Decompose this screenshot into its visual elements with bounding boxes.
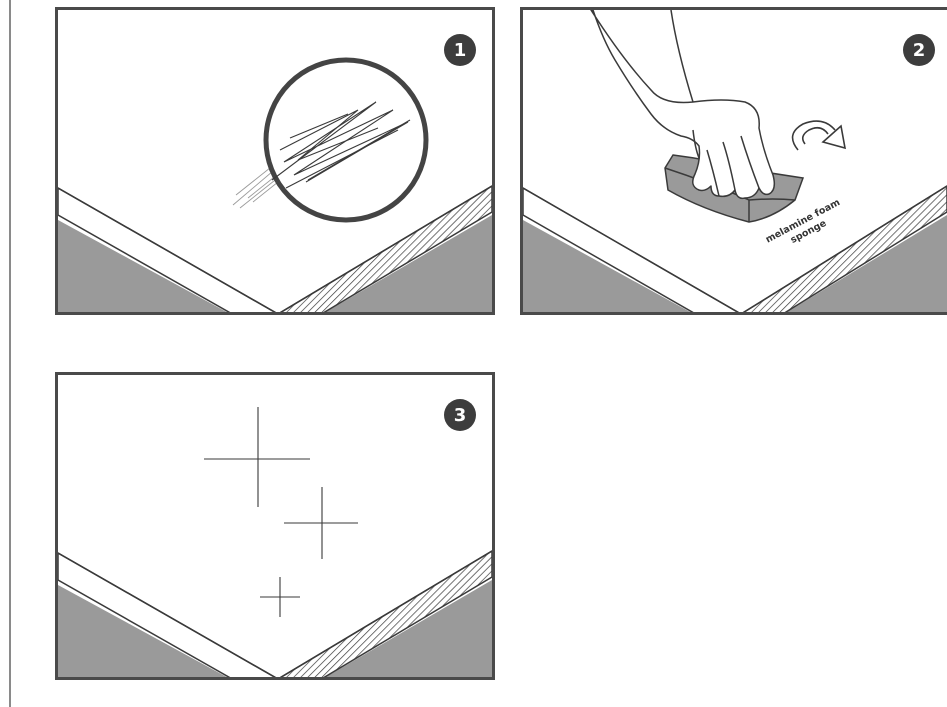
- clean-countertop-illustration: [58, 375, 492, 677]
- panel-step-2: 2 melamine foam sponge: [520, 7, 947, 315]
- panel-step-1: 1: [55, 7, 495, 315]
- step-number-badge: 2: [903, 34, 935, 66]
- scratched-countertop-illustration: [58, 10, 492, 312]
- scratch-magnifier-icon: [266, 60, 426, 220]
- step-number-badge: 1: [444, 34, 476, 66]
- panel-step-3: 3: [55, 372, 495, 680]
- left-divider: [9, 0, 11, 707]
- step-number-badge: 3: [444, 399, 476, 431]
- sponge-cleaning-illustration: [523, 10, 947, 312]
